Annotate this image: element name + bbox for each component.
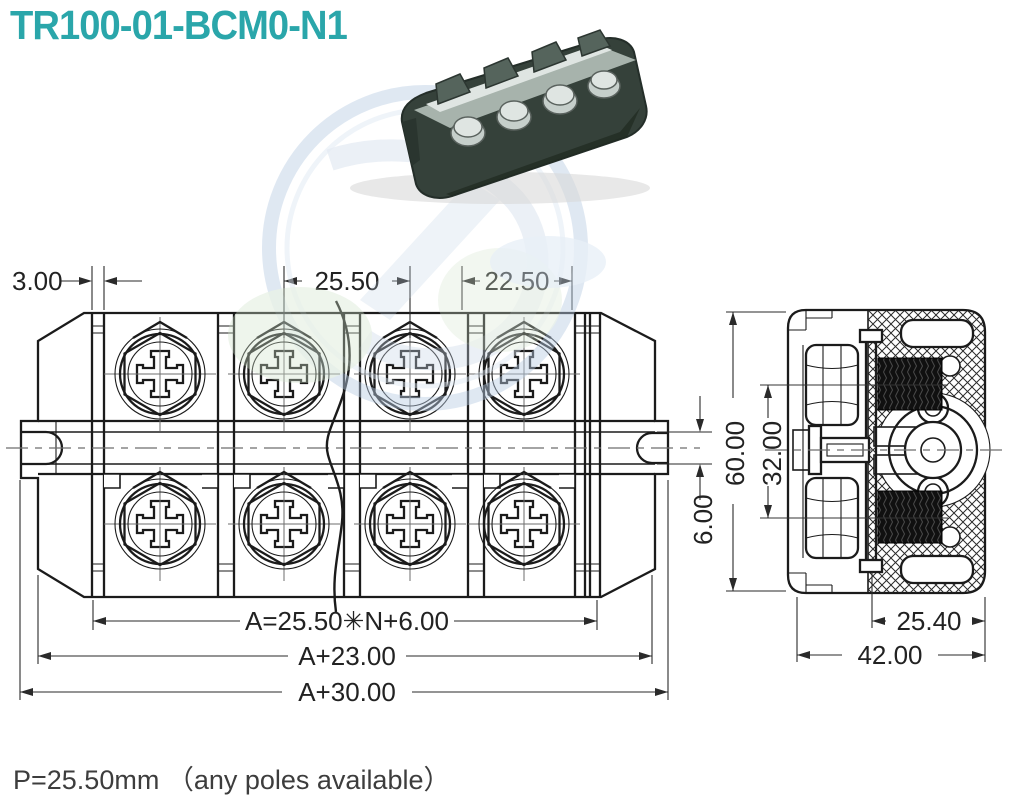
pocket-notches bbox=[104, 473, 576, 489]
dim-pitch-label: 25.50 bbox=[314, 266, 379, 296]
dim-overall-length: A+30.00 bbox=[19, 480, 669, 707]
photo-metal-strip bbox=[426, 44, 612, 112]
center-boss bbox=[873, 391, 991, 509]
pitch-note: P=25.50mm （any poles available） bbox=[13, 765, 451, 795]
product-photo bbox=[350, 29, 650, 204]
dim-wall-width: 3.00 bbox=[12, 266, 142, 310]
front-view bbox=[6, 300, 700, 613]
side-view bbox=[765, 308, 1008, 595]
dim-pitch: 25.50 bbox=[283, 266, 411, 338]
dim-screw-spacing: 32.00 bbox=[757, 384, 948, 519]
dim-formula-label: A=25.50✳N+6.00 bbox=[245, 606, 449, 636]
dim-body-length: A+23.00 bbox=[37, 575, 653, 671]
dim-upper-depth: 25.40 bbox=[871, 572, 986, 662]
break-line bbox=[325, 300, 351, 613]
top-slot-cutout bbox=[899, 318, 975, 349]
pole-dividers bbox=[92, 313, 600, 597]
threaded-stud-bottom bbox=[877, 490, 943, 544]
dim-wall-width-label: 3.00 bbox=[12, 266, 63, 296]
dim-overall-length-label: A+30.00 bbox=[298, 677, 396, 707]
side-dimensions: 60.00 32.00 25.40 42.00 bbox=[720, 311, 986, 670]
dim-height-label: 60.00 bbox=[720, 421, 750, 486]
end-walls bbox=[90, 313, 602, 597]
dim-upper-depth-label: 25.40 bbox=[896, 606, 961, 636]
threaded-stud-top bbox=[877, 357, 943, 411]
watermark-logo bbox=[228, 85, 606, 411]
photo-screws bbox=[450, 70, 621, 147]
dim-height: 60.00 bbox=[720, 311, 786, 592]
part-number-title: TR100-01-BCM0-N1 bbox=[10, 2, 348, 48]
dim-formula: A=25.50✳N+6.00 bbox=[92, 600, 598, 636]
dim-slot-label: 6.00 bbox=[688, 494, 718, 545]
front-dimensions: 3.00 25.50 22.50 6.00 A=25.50✳N+ bbox=[12, 266, 718, 707]
photo-top-face bbox=[414, 46, 636, 128]
dim-slot: 6.00 bbox=[657, 396, 718, 545]
photo-divider-fins bbox=[435, 29, 612, 106]
dim-body-length-label: A+23.00 bbox=[298, 641, 396, 671]
dim-overall-depth: 42.00 bbox=[796, 597, 985, 670]
dim-end-pitch-label: 22.50 bbox=[484, 266, 549, 296]
bottom-slot-cutout bbox=[899, 554, 975, 585]
dim-screw-spacing-label: 32.00 bbox=[757, 421, 787, 486]
dim-end-pitch: 22.50 bbox=[461, 266, 573, 310]
dim-overall-depth-label: 42.00 bbox=[857, 640, 922, 670]
